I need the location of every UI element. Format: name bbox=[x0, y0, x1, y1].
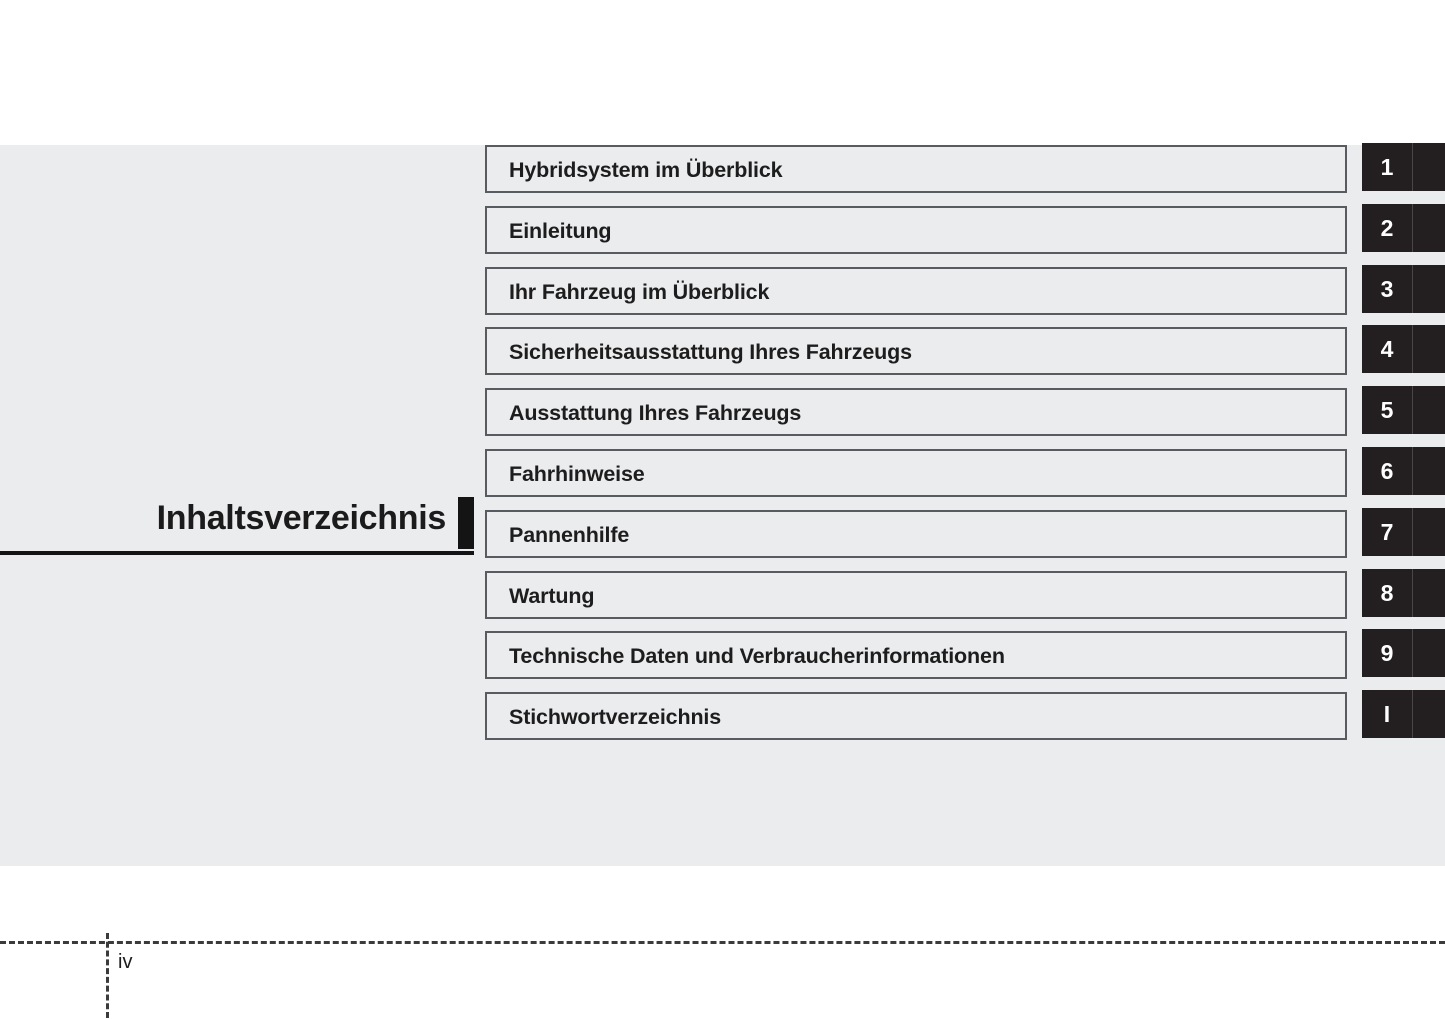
chapter-tab-divider bbox=[1412, 203, 1413, 252]
chapter-row[interactable]: Stichwortverzeichnis I bbox=[485, 690, 1445, 741]
chapter-tab-number: 2 bbox=[1380, 214, 1394, 241]
content-panel bbox=[0, 145, 1445, 866]
chapter-label: Hybridsystem im Überblick bbox=[509, 158, 783, 182]
chapter-tab-number: 3 bbox=[1380, 275, 1394, 302]
chapter-tab-marker[interactable]: 8 bbox=[1362, 568, 1445, 617]
chapter-row[interactable]: Pannenhilfe 7 bbox=[485, 507, 1445, 558]
chapter-tab-divider bbox=[1412, 325, 1413, 374]
footer-vertical-dashed-rule bbox=[106, 933, 109, 1018]
chapter-tab-marker[interactable]: 3 bbox=[1362, 264, 1445, 313]
chapter-box[interactable]: Ihr Fahrzeug im Überblick bbox=[485, 266, 1347, 315]
chapter-row[interactable]: Wartung 8 bbox=[485, 568, 1445, 619]
chapter-tab-divider bbox=[1412, 447, 1413, 495]
chapter-box[interactable]: Hybridsystem im Überblick bbox=[485, 145, 1347, 193]
chapter-tab-number: I bbox=[1383, 701, 1391, 728]
chapter-tab-number: 8 bbox=[1380, 579, 1394, 606]
chapter-label: Wartung bbox=[509, 583, 595, 608]
chapter-label: Ausstattung Ihres Fahrzeugs bbox=[509, 401, 802, 426]
chapter-label: Sicherheitsausstattung Ihres Fahrzeugs bbox=[509, 340, 912, 365]
chapter-tab-number: 9 bbox=[1380, 640, 1394, 667]
chapter-label: Einleitung bbox=[509, 218, 612, 243]
table-of-contents-heading-block: Inhaltsverzeichnis bbox=[0, 494, 474, 550]
chapter-tab-number: 5 bbox=[1380, 397, 1394, 424]
chapter-box[interactable]: Stichwortverzeichnis bbox=[485, 692, 1347, 741]
page-number: iv bbox=[118, 951, 133, 973]
chapter-tab-divider bbox=[1412, 568, 1413, 617]
chapter-box[interactable]: Fahrhinweise bbox=[485, 449, 1347, 497]
chapter-box[interactable]: Sicherheitsausstattung Ihres Fahrzeugs bbox=[485, 327, 1347, 376]
chapter-label: Pannenhilfe bbox=[509, 522, 630, 547]
chapter-tab-marker[interactable]: 6 bbox=[1362, 447, 1445, 495]
page-title: Inhaltsverzeichnis bbox=[156, 499, 447, 537]
chapter-row[interactable]: Fahrhinweise 6 bbox=[485, 447, 1445, 497]
chapter-label: Stichwortverzeichnis bbox=[509, 705, 722, 730]
chapter-tab-number: 7 bbox=[1380, 518, 1394, 545]
chapter-row[interactable]: Sicherheitsausstattung Ihres Fahrzeugs 4 bbox=[485, 325, 1445, 376]
footer-horizontal-dashed-rule bbox=[0, 941, 1445, 944]
chapter-box[interactable]: Ausstattung Ihres Fahrzeugs bbox=[485, 388, 1347, 437]
chapter-label: Ihr Fahrzeug im Überblick bbox=[509, 279, 770, 304]
chapter-tab-divider bbox=[1412, 386, 1413, 435]
chapter-row[interactable]: Ausstattung Ihres Fahrzeugs 5 bbox=[485, 386, 1445, 437]
chapter-box[interactable]: Pannenhilfe bbox=[485, 509, 1347, 558]
chapter-row[interactable]: Technische Daten und Verbraucherinformat… bbox=[485, 629, 1445, 680]
chapter-tab-marker[interactable]: 7 bbox=[1362, 507, 1445, 556]
chapter-tab-marker[interactable]: 2 bbox=[1362, 203, 1445, 252]
chapter-tab-marker[interactable]: 9 bbox=[1362, 629, 1445, 678]
chapter-tab-marker[interactable]: I bbox=[1362, 690, 1445, 739]
chapter-tab-divider bbox=[1412, 629, 1413, 678]
chapter-tab-divider bbox=[1412, 264, 1413, 313]
chapter-tab-marker[interactable]: 1 bbox=[1362, 143, 1445, 191]
chapter-row[interactable]: Ihr Fahrzeug im Überblick 3 bbox=[485, 264, 1445, 315]
chapter-tab-number: 6 bbox=[1380, 458, 1394, 484]
chapter-label: Fahrhinweise bbox=[509, 462, 645, 486]
chapter-tab-number: 1 bbox=[1380, 154, 1394, 180]
chapter-tab-divider bbox=[1412, 690, 1413, 739]
chapter-tab-marker[interactable]: 5 bbox=[1362, 386, 1445, 435]
chapter-tab-number: 4 bbox=[1380, 336, 1394, 363]
chapter-box[interactable]: Technische Daten und Verbraucherinformat… bbox=[485, 631, 1347, 680]
chapter-label: Technische Daten und Verbraucherinformat… bbox=[509, 644, 1005, 669]
chapter-row[interactable]: Einleitung 2 bbox=[485, 203, 1445, 254]
chapter-row[interactable]: Hybridsystem im Überblick 1 bbox=[485, 143, 1445, 193]
chapter-box[interactable]: Einleitung bbox=[485, 205, 1347, 254]
chapter-box[interactable]: Wartung bbox=[485, 570, 1347, 619]
title-accent-bar bbox=[458, 497, 474, 549]
title-underline-rule bbox=[0, 551, 474, 555]
chapter-tab-divider bbox=[1412, 507, 1413, 556]
chapter-tab-divider bbox=[1412, 143, 1413, 191]
chapter-tab-marker[interactable]: 4 bbox=[1362, 325, 1445, 374]
